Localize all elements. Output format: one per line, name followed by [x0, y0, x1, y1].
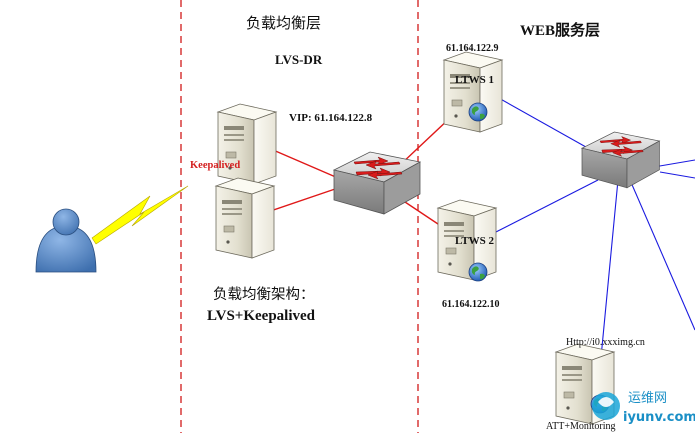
watermark-site: iyunv.com [623, 410, 695, 425]
watermark-brand: 运维网 [628, 391, 667, 406]
lightning-icon [91, 185, 189, 245]
web-server-ltws1[interactable] [443, 51, 503, 133]
web-layer-title: WEB服务层 [520, 21, 600, 39]
user-icon [35, 208, 97, 273]
lvs-server-1[interactable] [217, 103, 277, 185]
watermark: 运维网 iyunv.com [592, 391, 695, 425]
ltws1-ip: 61.164.122.9 [446, 43, 499, 54]
architecture-value: LVS+Keepalived [207, 308, 316, 324]
ltws2-name: LTWS 2 [455, 235, 495, 247]
lvs-server-2[interactable] [215, 177, 275, 259]
link-switch2-monitor [599, 179, 619, 369]
link-switch2-out-2 [629, 179, 695, 331]
switch-web[interactable] [581, 131, 660, 189]
ltws2-ip: 61.164.122.10 [442, 299, 500, 310]
keepalived-label: Keepalived [190, 160, 240, 171]
switch-lvs[interactable] [333, 151, 421, 215]
link-ltws2-switch2 [489, 179, 599, 236]
lb-layer-title: 负载均衡层 [246, 14, 321, 32]
ltws1-name: LTWS 1 [455, 74, 494, 86]
monitoring-url: Http://i0.xxximg.cn [566, 337, 645, 348]
lvs-mode-label: LVS-DR [275, 52, 323, 67]
vip-label: VIP: 61.164.122.8 [289, 112, 373, 124]
architecture-label: 负载均衡架构： [213, 286, 315, 303]
globe-icon [468, 102, 488, 122]
globe-icon [468, 262, 488, 282]
monitoring-name: ATT+Monitoring [546, 421, 616, 432]
link-switch2-out-3 [659, 171, 695, 179]
